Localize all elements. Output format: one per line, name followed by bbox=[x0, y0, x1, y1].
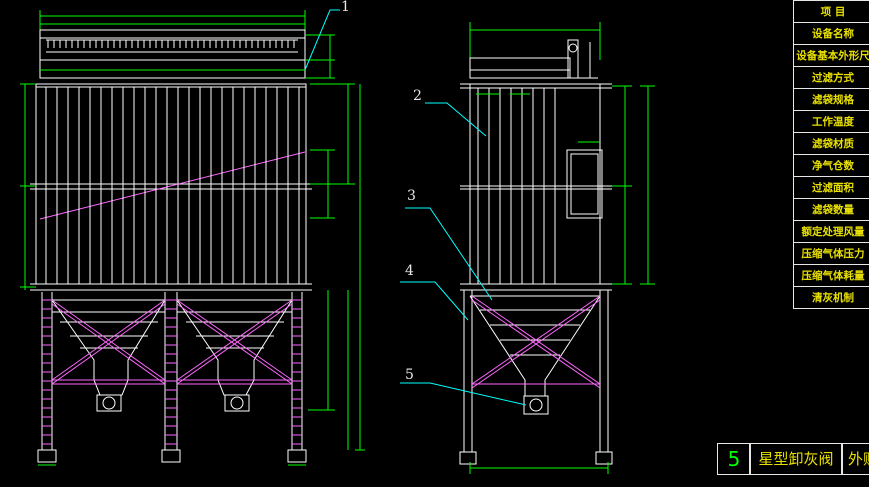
spec-row: 清灰机制 bbox=[794, 287, 869, 309]
spec-label: 项 目 bbox=[794, 1, 869, 23]
spec-label: 过滤面积 bbox=[794, 177, 869, 199]
spec-row: 滤袋材质 bbox=[794, 133, 869, 155]
spec-row: 过滤面积 bbox=[794, 177, 869, 199]
specification-table: 项 目设备名称设备基本外形尺过滤方式滤袋规格工作温度滤袋材质净气仓数过滤面积滤袋… bbox=[793, 0, 869, 309]
part-name: 星型卸灰阀 bbox=[749, 443, 843, 475]
callout-1: 1 bbox=[341, 0, 350, 15]
spec-label: 滤袋材质 bbox=[794, 133, 869, 155]
part-number: 5 bbox=[717, 443, 751, 475]
spec-label: 设备基本外形尺 bbox=[794, 45, 869, 67]
spec-label: 压缩气体耗量 bbox=[794, 265, 869, 287]
spec-row: 压缩气体压力 bbox=[794, 243, 869, 265]
callout-4: 4 bbox=[405, 263, 414, 279]
part-source: 外购 bbox=[841, 443, 869, 475]
spec-row: 额定处理风量 bbox=[794, 221, 869, 243]
spec-label: 净气仓数 bbox=[794, 155, 869, 177]
title-block: 5 星型卸灰阀 外购 bbox=[717, 443, 869, 487]
spec-row: 压缩气体耗量 bbox=[794, 265, 869, 287]
spec-row: 设备名称 bbox=[794, 23, 869, 45]
spec-label: 清灰机制 bbox=[794, 287, 869, 309]
spec-row: 过滤方式 bbox=[794, 67, 869, 89]
spec-row: 滤袋规格 bbox=[794, 89, 869, 111]
spec-row: 滤袋数量 bbox=[794, 199, 869, 221]
pulse-valves bbox=[48, 40, 294, 48]
spec-row: 项 目 bbox=[794, 1, 869, 23]
spec-label: 工作温度 bbox=[794, 111, 869, 133]
front-dimensions bbox=[20, 35, 365, 465]
spec-label: 过滤方式 bbox=[794, 67, 869, 89]
front-view bbox=[30, 10, 312, 290]
spec-row: 设备基本外形尺 bbox=[794, 45, 869, 67]
spec-label: 压缩气体压力 bbox=[794, 243, 869, 265]
spec-row: 工作温度 bbox=[794, 111, 869, 133]
spec-label: 额定处理风量 bbox=[794, 221, 869, 243]
callout-5: 5 bbox=[405, 367, 414, 383]
callout-2: 2 bbox=[413, 88, 422, 104]
spec-label: 滤袋规格 bbox=[794, 89, 869, 111]
side-dimensions bbox=[470, 86, 655, 474]
spec-label: 滤袋数量 bbox=[794, 199, 869, 221]
spec-row: 净气仓数 bbox=[794, 155, 869, 177]
callout-3: 3 bbox=[407, 188, 416, 204]
spec-label: 设备名称 bbox=[794, 23, 869, 45]
side-view bbox=[460, 22, 612, 464]
